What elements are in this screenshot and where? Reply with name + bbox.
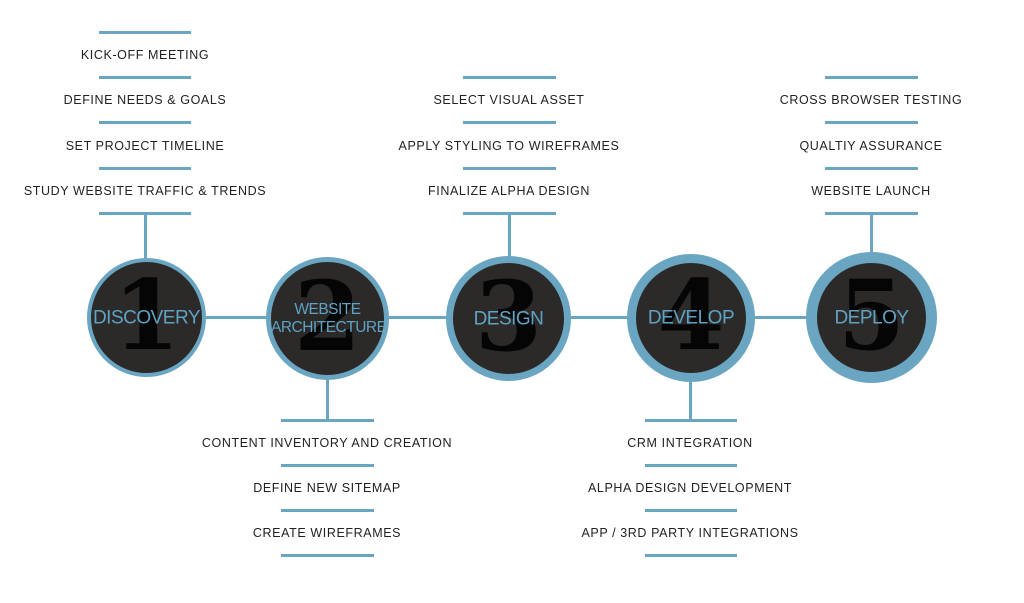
step-5-task: WEBSITE LAUNCH (811, 184, 931, 198)
step-3-circle: 3 DESIGN (446, 256, 571, 381)
step-5-number: 5 (838, 258, 905, 372)
step-5-task: QUALTIY ASSURANCE (799, 139, 943, 153)
divider (825, 121, 918, 124)
step-4-circle: 4 DEVELOP (627, 254, 755, 382)
step-4-task: ALPHA DESIGN DEVELOPMENT (587, 481, 793, 495)
step-4-stem (689, 380, 692, 420)
divider (281, 419, 374, 422)
divider (645, 509, 737, 512)
step-2-task: CREATE WIREFRAMES (252, 526, 402, 540)
divider (99, 76, 191, 79)
step-3-task: APPLY STYLING TO WIREFRAMES (398, 139, 620, 153)
divider (99, 167, 191, 170)
step-5-stem (870, 212, 873, 254)
step-3-task: SELECT VISUAL ASSET (433, 93, 585, 107)
step-2-number: 2 (294, 259, 361, 373)
divider (463, 121, 556, 124)
step-2-task: CONTENT INVENTORY AND CREATION (201, 436, 453, 450)
divider (463, 76, 556, 79)
step-5-task: CROSS BROWSER TESTING (779, 93, 963, 107)
connector-4-5 (752, 316, 812, 319)
connector-3-4 (568, 316, 630, 319)
step-5-label: DEPLOY (834, 307, 909, 328)
divider (825, 76, 918, 79)
divider (281, 509, 374, 512)
divider (99, 121, 191, 124)
divider (645, 464, 737, 467)
divider (645, 419, 737, 422)
divider (281, 554, 374, 557)
step-1-number: 1 (113, 258, 180, 372)
step-2-task: DEFINE NEW SITEMAP (253, 481, 401, 495)
step-2-stem (326, 378, 329, 420)
step-2-label: WEBSITE ARCHITECTURE (271, 301, 384, 337)
step-5-circle: 5 DEPLOY (806, 252, 937, 383)
step-3-task: FINALIZE ALPHA DESIGN (428, 184, 590, 198)
step-1-task: KICK-OFF MEETING (80, 48, 210, 62)
connector-1-2 (203, 316, 273, 319)
divider (463, 167, 556, 170)
divider (99, 31, 191, 34)
step-1-circle: 1 DISCOVERY (87, 258, 206, 377)
step-1-task: SET PROJECT TIMELINE (65, 139, 225, 153)
step-4-label: DEVELOP (647, 307, 735, 329)
step-4-number: 4 (657, 259, 725, 373)
step-3-stem (508, 212, 511, 258)
step-2-label-line2: ARCHITECTURE (271, 318, 387, 336)
divider (281, 464, 374, 467)
step-4-task: APP / 3RD PARTY INTEGRATIONS (581, 526, 799, 540)
divider (645, 554, 737, 557)
step-1-task: STUDY WEBSITE TRAFFIC & TRENDS (23, 184, 267, 198)
step-4-task: CRM INTEGRATION (627, 436, 753, 450)
step-1-stem (144, 212, 147, 260)
step-3-number: 3 (475, 259, 542, 373)
step-1-label: DISCOVERY (92, 307, 201, 328)
step-2-label-line1: WEBSITE (294, 300, 361, 318)
step-3-label: DESIGN (473, 308, 544, 329)
connector-2-3 (386, 316, 450, 319)
step-1-task: DEFINE NEEDS & GOALS (63, 93, 227, 107)
divider (825, 167, 918, 170)
step-2-circle: 2 WEBSITE ARCHITECTURE (266, 257, 389, 380)
